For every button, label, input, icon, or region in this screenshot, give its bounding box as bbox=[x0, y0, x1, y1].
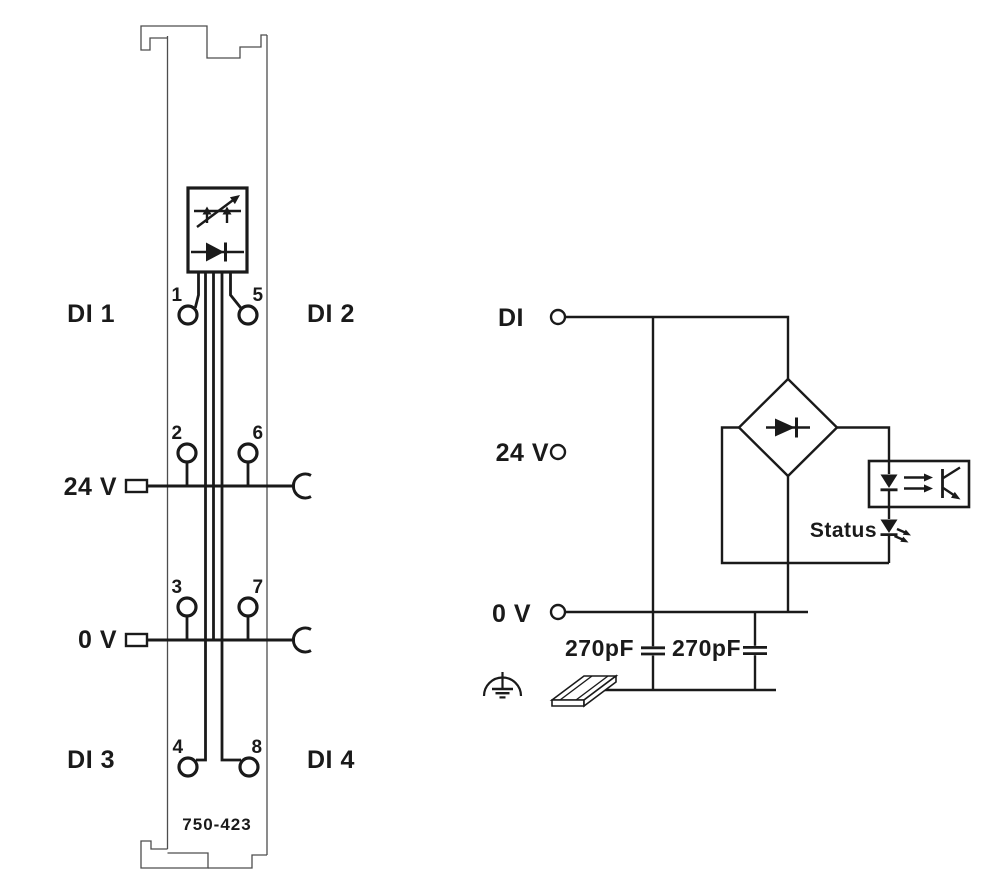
led-indicator-box-icon bbox=[186, 186, 249, 274]
terminal-8-number: 8 bbox=[251, 737, 262, 758]
power-jumper-contact-icon bbox=[291, 626, 312, 654]
label-0v: 0 V bbox=[78, 626, 117, 654]
terminal-3-number: 3 bbox=[171, 577, 182, 598]
terminal-5-number: 5 bbox=[252, 285, 263, 306]
wire-di2 bbox=[229, 272, 242, 309]
capacitor-icon bbox=[743, 612, 767, 690]
label-status: Status bbox=[810, 519, 877, 542]
phototransistor bbox=[941, 466, 961, 500]
power-jumper-contact-icon bbox=[291, 472, 312, 500]
optocoupler-icon bbox=[867, 459, 971, 519]
wire-di1 bbox=[193, 272, 200, 309]
terminal-6-number: 6 bbox=[252, 423, 263, 444]
led-light-symbol bbox=[194, 195, 241, 228]
terminal-8-contact bbox=[238, 756, 260, 778]
terminal-2-contact bbox=[176, 442, 198, 464]
0v-terminal-point bbox=[549, 603, 567, 621]
module-outline bbox=[140, 25, 268, 869]
terminal-7-number: 7 bbox=[252, 577, 263, 598]
module-top-profile bbox=[140, 25, 267, 59]
label-capacitor-2: 270pF bbox=[672, 635, 741, 661]
terminal-4-contact bbox=[177, 756, 199, 778]
module-drawing: 1 5 2 6 3 7 4 8 DI 1 DI 2 24 V 0 V DI 3 … bbox=[64, 25, 355, 869]
schematic-labels: DI 24 V 0 V Status 270pF 270pF bbox=[492, 304, 877, 661]
wire-di4 bbox=[220, 272, 241, 762]
terminal-2-number: 2 bbox=[171, 423, 182, 444]
di-terminal-point bbox=[549, 308, 567, 326]
label-di1: DI 1 bbox=[67, 300, 115, 328]
rectifier-return-loop bbox=[720, 426, 889, 565]
power-feed-connector-icon bbox=[124, 632, 149, 648]
terminal-numbers: 1 5 2 6 3 7 4 8 bbox=[171, 285, 263, 758]
terminal-6-contact bbox=[237, 442, 259, 464]
module-bottom-left-profile bbox=[140, 840, 209, 869]
light-transfer-arrows bbox=[904, 473, 933, 493]
supply-rail-0v bbox=[124, 616, 312, 654]
bridge-rectifier-icon bbox=[737, 377, 839, 478]
label-0v: 0 V bbox=[492, 600, 531, 628]
internal-wire-bundle bbox=[193, 272, 242, 762]
label-di3: DI 3 bbox=[67, 746, 115, 774]
terminal-4-number: 4 bbox=[172, 737, 183, 758]
diode-icon bbox=[191, 242, 244, 262]
label-di: DI bbox=[498, 304, 524, 332]
terminals bbox=[176, 304, 260, 778]
terminal-7-contact bbox=[237, 596, 259, 618]
label-24v: 24 V bbox=[64, 473, 117, 501]
status-led-icon bbox=[880, 519, 911, 563]
terminal-5-contact bbox=[237, 304, 259, 326]
power-feed-connector-icon bbox=[124, 478, 149, 494]
module-bottom-right-profile bbox=[208, 854, 267, 869]
din-rail-icon bbox=[549, 674, 619, 708]
label-di2: DI 2 bbox=[307, 300, 355, 328]
label-24v: 24 V bbox=[496, 439, 549, 467]
diode-icon bbox=[775, 418, 795, 437]
terminal-3-contact bbox=[176, 596, 198, 618]
di-net-line bbox=[565, 315, 790, 379]
optocoupler-led bbox=[880, 474, 898, 488]
label-di4: DI 4 bbox=[307, 746, 355, 774]
capacitor-icon bbox=[641, 646, 665, 690]
24v-terminal-point bbox=[549, 443, 567, 461]
label-capacitor-1: 270pF bbox=[565, 635, 634, 661]
part-number: 750-423 bbox=[182, 815, 251, 834]
module-labels: DI 1 DI 2 24 V 0 V DI 3 DI 4 750-423 bbox=[64, 300, 355, 834]
wire-di3 bbox=[196, 272, 207, 762]
functional-earth-icon bbox=[482, 672, 523, 699]
terminal-1-number: 1 bbox=[171, 285, 182, 306]
terminal-1-contact bbox=[177, 304, 199, 326]
supply-rail-24v bbox=[124, 462, 312, 500]
indicator-box-frame bbox=[186, 186, 249, 274]
optocoupler-frame bbox=[867, 459, 971, 509]
circuit-schematic: DI 24 V 0 V Status 270pF 270pF bbox=[482, 304, 971, 708]
rectifier-output-line bbox=[837, 426, 891, 461]
